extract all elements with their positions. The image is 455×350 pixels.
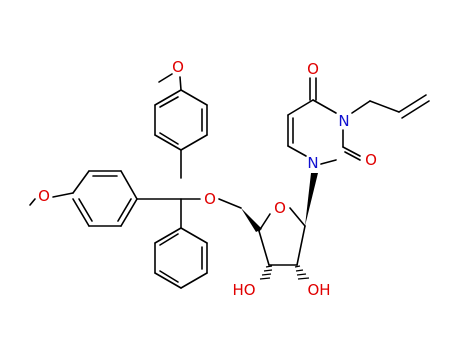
ribose-ring [241,173,318,280]
hashed-bond-3prime [259,265,273,280]
methyl-top-bond [158,73,173,83]
hashed-bond-2prime [294,265,310,280]
methyl-left-bond [29,198,36,206]
methoxyphenyl-left [29,170,182,227]
atom-o-methoxy-top: O [172,58,184,76]
atom-n1: N [307,154,318,172]
wedge-n1-bond [305,173,318,226]
phenyl-ring [154,198,208,289]
atom-oh-3prime: HO [232,281,255,299]
atom-o-carbonyl-right: O [365,151,377,169]
methoxyphenyl-top [154,73,208,179]
atom-o-carbonyl-top: O [307,60,319,78]
atom-o-methoxy-left: O [38,187,50,205]
uracil-ring [287,77,430,165]
wedge-c4-bond [241,208,262,232]
trityl-ether-linkage [180,198,242,209]
atom-n3: N [338,112,349,130]
atom-o-ether: O [204,190,216,208]
atom-o-ribose-ring: O [274,199,286,217]
atom-oh-2prime: OH [307,281,330,299]
